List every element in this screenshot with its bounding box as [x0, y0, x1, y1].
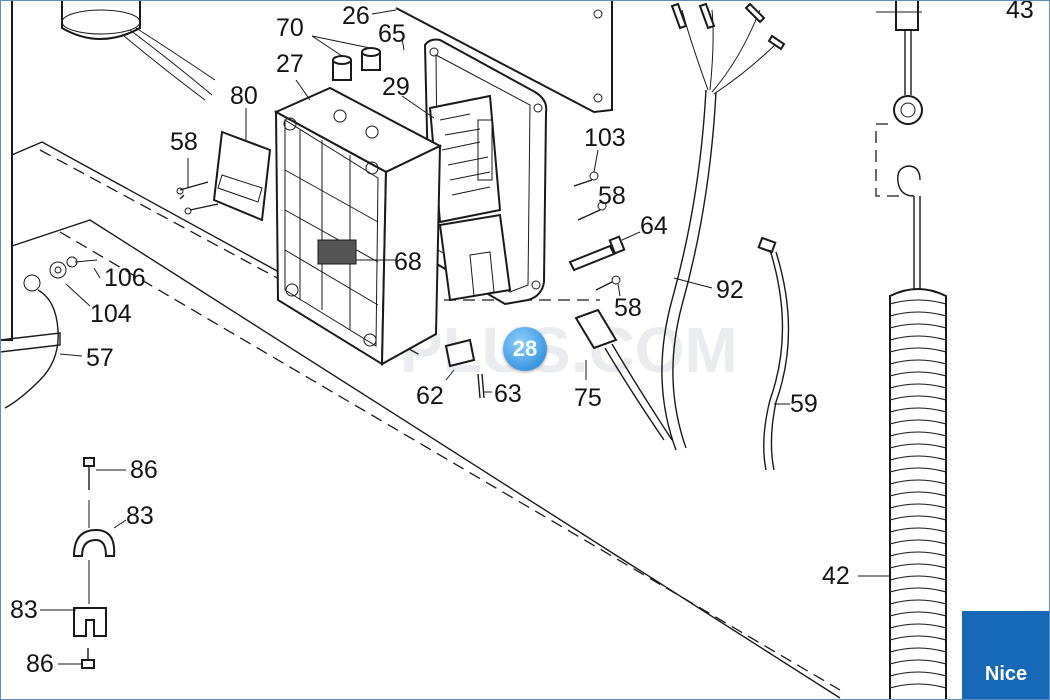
spring-coil-ring — [889, 647, 947, 653]
spring-coil-ring — [889, 575, 947, 581]
spring-coil-ring — [889, 563, 947, 569]
spring-coil-ring — [889, 587, 947, 593]
spring-coil-ring — [889, 407, 947, 413]
label-58-right: 58 — [614, 294, 642, 322]
spring-coil-ring — [889, 599, 947, 605]
cable-gland-70-part — [332, 47, 381, 81]
pin-63-part — [477, 373, 485, 399]
spring-coil-ring — [889, 659, 947, 665]
label-29: 29 — [382, 73, 410, 101]
spring-coil-ring — [889, 347, 947, 353]
label-106: 106 — [104, 264, 146, 292]
label-103: 103 — [584, 124, 626, 152]
spring-coil-ring — [889, 311, 947, 317]
spring-coil-ring — [889, 515, 947, 521]
spring-coil-ring — [889, 371, 947, 377]
ground-wire-57-part — [4, 274, 59, 409]
spring-coil-ring — [889, 611, 947, 617]
label-104: 104 — [90, 300, 132, 328]
spring-coil-ring — [889, 539, 947, 545]
brand-logo: Nice — [962, 611, 1050, 700]
screws-group — [49, 171, 626, 291]
clip-62-part — [444, 338, 476, 368]
spring-coil-ring — [889, 419, 947, 425]
label-42: 42 — [822, 562, 850, 590]
spring-coil-ring — [889, 335, 947, 341]
label-64: 64 — [640, 212, 668, 240]
label-92: 92 — [716, 276, 744, 304]
label-86-top: 86 — [130, 456, 158, 484]
cable-92-part — [661, 2, 786, 451]
spring-coil-ring — [889, 467, 947, 473]
spring-coil-ring — [889, 479, 947, 485]
upright-post-part — [0, 0, 61, 353]
label-80: 80 — [230, 82, 258, 110]
spring-coil-ring — [889, 299, 947, 305]
spring-coil-ring — [889, 503, 947, 509]
label-43: 43 — [1006, 0, 1034, 24]
spring-coil-ring — [889, 431, 947, 437]
wire-59-part — [757, 236, 790, 471]
spring-coil-ring — [889, 383, 947, 389]
brand-logo-text: Nice — [984, 663, 1028, 685]
motor-drum-part — [61, 0, 216, 101]
panel-26-part — [395, 0, 613, 114]
label-59: 59 — [790, 390, 818, 418]
spring-coil-ring — [889, 455, 947, 461]
label-65: 65 — [378, 20, 406, 48]
transformer-part — [438, 213, 512, 302]
bracket-80-part — [212, 130, 272, 222]
spring-coil-ring — [889, 671, 947, 677]
label-62: 62 — [416, 382, 444, 410]
spring-coil-ring — [889, 683, 947, 689]
label-83-bottom: 83 — [10, 596, 38, 624]
label-57: 57 — [86, 344, 114, 372]
cable-clamp-83-part — [72, 457, 116, 669]
enclosure-box-27-part — [273, 86, 443, 366]
highlight-part-28-badge[interactable]: 28 — [503, 327, 547, 371]
label-27: 27 — [276, 50, 304, 78]
spring-coil-ring — [889, 551, 947, 557]
label-26: 26 — [342, 2, 370, 30]
leader-lines — [40, 9, 922, 665]
spring-coil-ring — [889, 527, 947, 533]
label-68: 68 — [394, 248, 422, 276]
callout-labels: 26 43 70 65 27 29 80 58 103 58 64 68 106… — [10, 0, 1034, 678]
label-86-bottom: 86 — [26, 650, 54, 678]
label-83-top: 83 — [126, 502, 154, 530]
label-58-left: 58 — [170, 128, 198, 156]
spring-coil-ring — [889, 623, 947, 629]
label-70: 70 — [276, 14, 304, 42]
spring-coil-ring — [889, 491, 947, 497]
label-75: 75 — [574, 384, 602, 412]
spring-coil-ring — [889, 443, 947, 449]
cable-75-part — [574, 308, 673, 441]
spring-coil-ring — [889, 359, 947, 365]
label-58-mid: 58 — [598, 182, 626, 210]
spring-42-part — [875, 0, 947, 700]
spring-coil-ring — [889, 323, 947, 329]
label-63: 63 — [494, 380, 522, 408]
spring-coil-ring — [889, 635, 947, 641]
spring-coil-ring — [889, 395, 947, 401]
